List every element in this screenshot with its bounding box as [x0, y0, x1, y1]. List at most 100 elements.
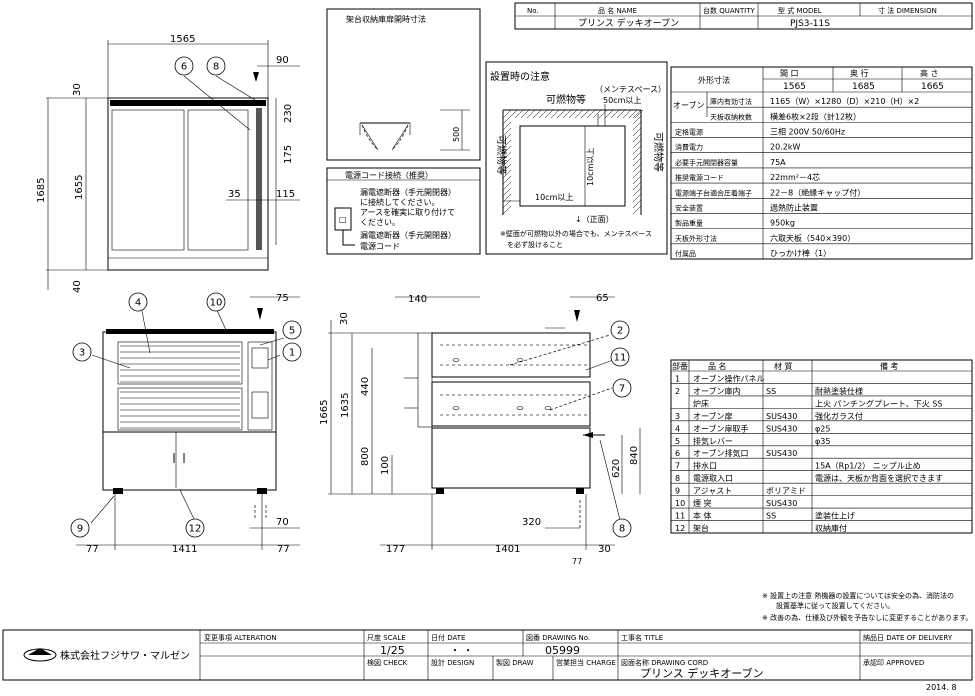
callout-label: 8: [619, 524, 625, 535]
parts-row-note: 収納庫付: [815, 523, 847, 533]
parts-row-name: オーブン操作パネル: [693, 373, 765, 383]
top-dim-40: 40: [72, 280, 83, 293]
callout-label: 8: [213, 62, 219, 73]
side-dim-65: 65: [596, 293, 609, 304]
parts-row-note: φ35: [815, 437, 830, 446]
spec-row-label: 定格電源: [675, 128, 703, 137]
side-dim-30b: 30: [598, 544, 611, 555]
callout-label: 12: [189, 524, 202, 535]
power-cord-box: 電源コード接続（推奨） □ 漏電遮断器（手元開閉器） に接続してください。 アー…: [326, 167, 481, 255]
install-dim-h: 10cm以上: [535, 193, 573, 202]
parts-row-mat: SUS430: [766, 499, 797, 508]
top-dim-35: 35: [228, 189, 241, 200]
spec-row-label: 天板外形寸法: [675, 234, 717, 243]
top-dim-w: 1565: [170, 34, 195, 45]
side-dim-1401: 1401: [495, 544, 520, 555]
parts-row-note: 強化ガラス付: [815, 411, 863, 421]
tb-drawing-no: 05999: [545, 644, 580, 657]
parts-row-name: オーブン排気口: [693, 448, 749, 458]
parts-row-no: 2: [675, 387, 680, 396]
side-dim-30: 30: [339, 312, 350, 325]
top-dim-115: 115: [276, 189, 295, 200]
callout-11: 11: [610, 347, 630, 367]
front-dim-77b: 77: [277, 544, 290, 555]
parts-row-note: 15A（Rp1/2） ニップル止め: [815, 461, 921, 471]
side-dim-1665: 1665: [319, 400, 330, 425]
spec-col-d: 奥 行: [850, 68, 869, 78]
parts-row-no: 4: [675, 424, 680, 433]
callout-label: 1: [289, 348, 295, 359]
side-dim-440: 440: [360, 377, 371, 396]
spec-row-label: 電源端子台適合圧着端子: [675, 188, 752, 197]
parts-h-note: 備 考: [880, 361, 899, 371]
tb-date: ・ ・: [450, 646, 473, 657]
front-view: 75 70 77 1411 77: [76, 293, 300, 555]
parts-row-no: 1: [675, 374, 680, 383]
parts-row-note: 耐熱塗装仕様: [815, 386, 863, 396]
callout-9: 9: [70, 518, 90, 538]
power-l1: 漏電遮断器（手元開閉器）: [360, 187, 456, 197]
callout-2: 2: [610, 320, 630, 340]
spec-outer-label: 外形寸法: [698, 75, 730, 85]
power-l2: に接続してください。: [360, 197, 440, 207]
header-dim: 寸 法 DIMENSION: [878, 6, 937, 15]
spec-row-label: 必要手元開閉器容量: [675, 158, 738, 167]
callout-label: 3: [79, 348, 85, 359]
side-view: 140 65 30 1665 1635 440 800 100 620 840 …: [319, 293, 641, 566]
callout-1: 1: [282, 342, 302, 362]
spec-row-value: ひっかけ棒（1）: [770, 248, 831, 258]
spec-col-h: 高 さ: [920, 68, 939, 78]
note-line-2: 設置基準に従って設置してください。: [776, 601, 894, 610]
tb-delivery-label: 納品日 DATE OF DELIVERY: [863, 633, 953, 642]
header-no: No.: [527, 7, 539, 15]
install-maint: （メンテスペース）: [595, 85, 666, 94]
spec-row-value: 横差6枚×2段（計12枚）: [770, 111, 861, 121]
spec-oven-label: オーブン: [673, 100, 705, 110]
install-flam-top: 可燃物等: [546, 93, 586, 106]
parts-row-mat: SUS430: [766, 449, 797, 458]
front-dim-77a: 77: [86, 544, 99, 555]
spec-val-w: 1565: [783, 82, 806, 92]
tb-year: 2014. 8: [926, 683, 957, 692]
spec-val-d: 1685: [852, 82, 875, 92]
side-dim-77: 77: [572, 557, 582, 566]
parts-row-name: オーブン扉: [693, 411, 733, 421]
tb-rev: 変更事項 ALTERATION: [204, 633, 277, 642]
callout-label: 7: [619, 384, 625, 395]
side-dim-177: 177: [386, 544, 405, 555]
tb-draw: 製図 DRAW: [496, 658, 534, 667]
parts-row-note: 上火 パンチングプレート、下火 SS: [815, 398, 942, 408]
callout-4: 4: [128, 292, 148, 312]
parts-row-note: φ25: [815, 424, 830, 433]
install-title: 設置時の注意: [490, 70, 550, 83]
title-block: 株式会社フジサワ・マルゼン 変更事項 ALTERATION 尺度 SCALE 1…: [2, 629, 973, 692]
tb-date-label: 日付 DATE: [431, 633, 465, 642]
spec-row-value: 1165（W）×1280（D）×210（H）×2: [770, 97, 919, 106]
front-dim-1411: 1411: [172, 544, 197, 555]
top-dim-1685: 1685: [36, 178, 47, 203]
front-dim-75: 75: [276, 293, 289, 304]
note-line-1: ※ 設置上の注意 熱機器の設置については安全の為、消防法の: [762, 591, 954, 600]
spec-row-value: 22－8（絶縁キャップ付）: [770, 187, 865, 197]
callout-12: 12: [185, 518, 205, 538]
power-l4: ください。: [360, 218, 400, 227]
parts-row-name: オーブン扉取手: [693, 423, 749, 433]
parts-row-mat: SUS430: [766, 412, 797, 421]
parts-row-name: 本 体: [693, 511, 712, 521]
side-dim-320: 320: [522, 517, 541, 528]
side-dim-100: 100: [380, 456, 391, 475]
top-dim-1655: 1655: [74, 175, 85, 200]
door-dim: 500: [452, 127, 461, 142]
callout-label: 6: [181, 62, 187, 73]
spec-row-label: 天板収納枚数: [710, 112, 752, 121]
side-dim-840: 840: [629, 446, 640, 465]
tb-title-label: 工事名 TITLE: [621, 633, 663, 642]
svg-text:□: □: [339, 215, 347, 224]
side-dim-1635: 1635: [340, 393, 351, 418]
top-dim-230: 230: [283, 104, 294, 123]
tb-approved: 承認印 APPROVED: [863, 658, 924, 667]
parts-row-name: 架台: [693, 523, 709, 533]
callout-5: 5: [282, 320, 302, 340]
